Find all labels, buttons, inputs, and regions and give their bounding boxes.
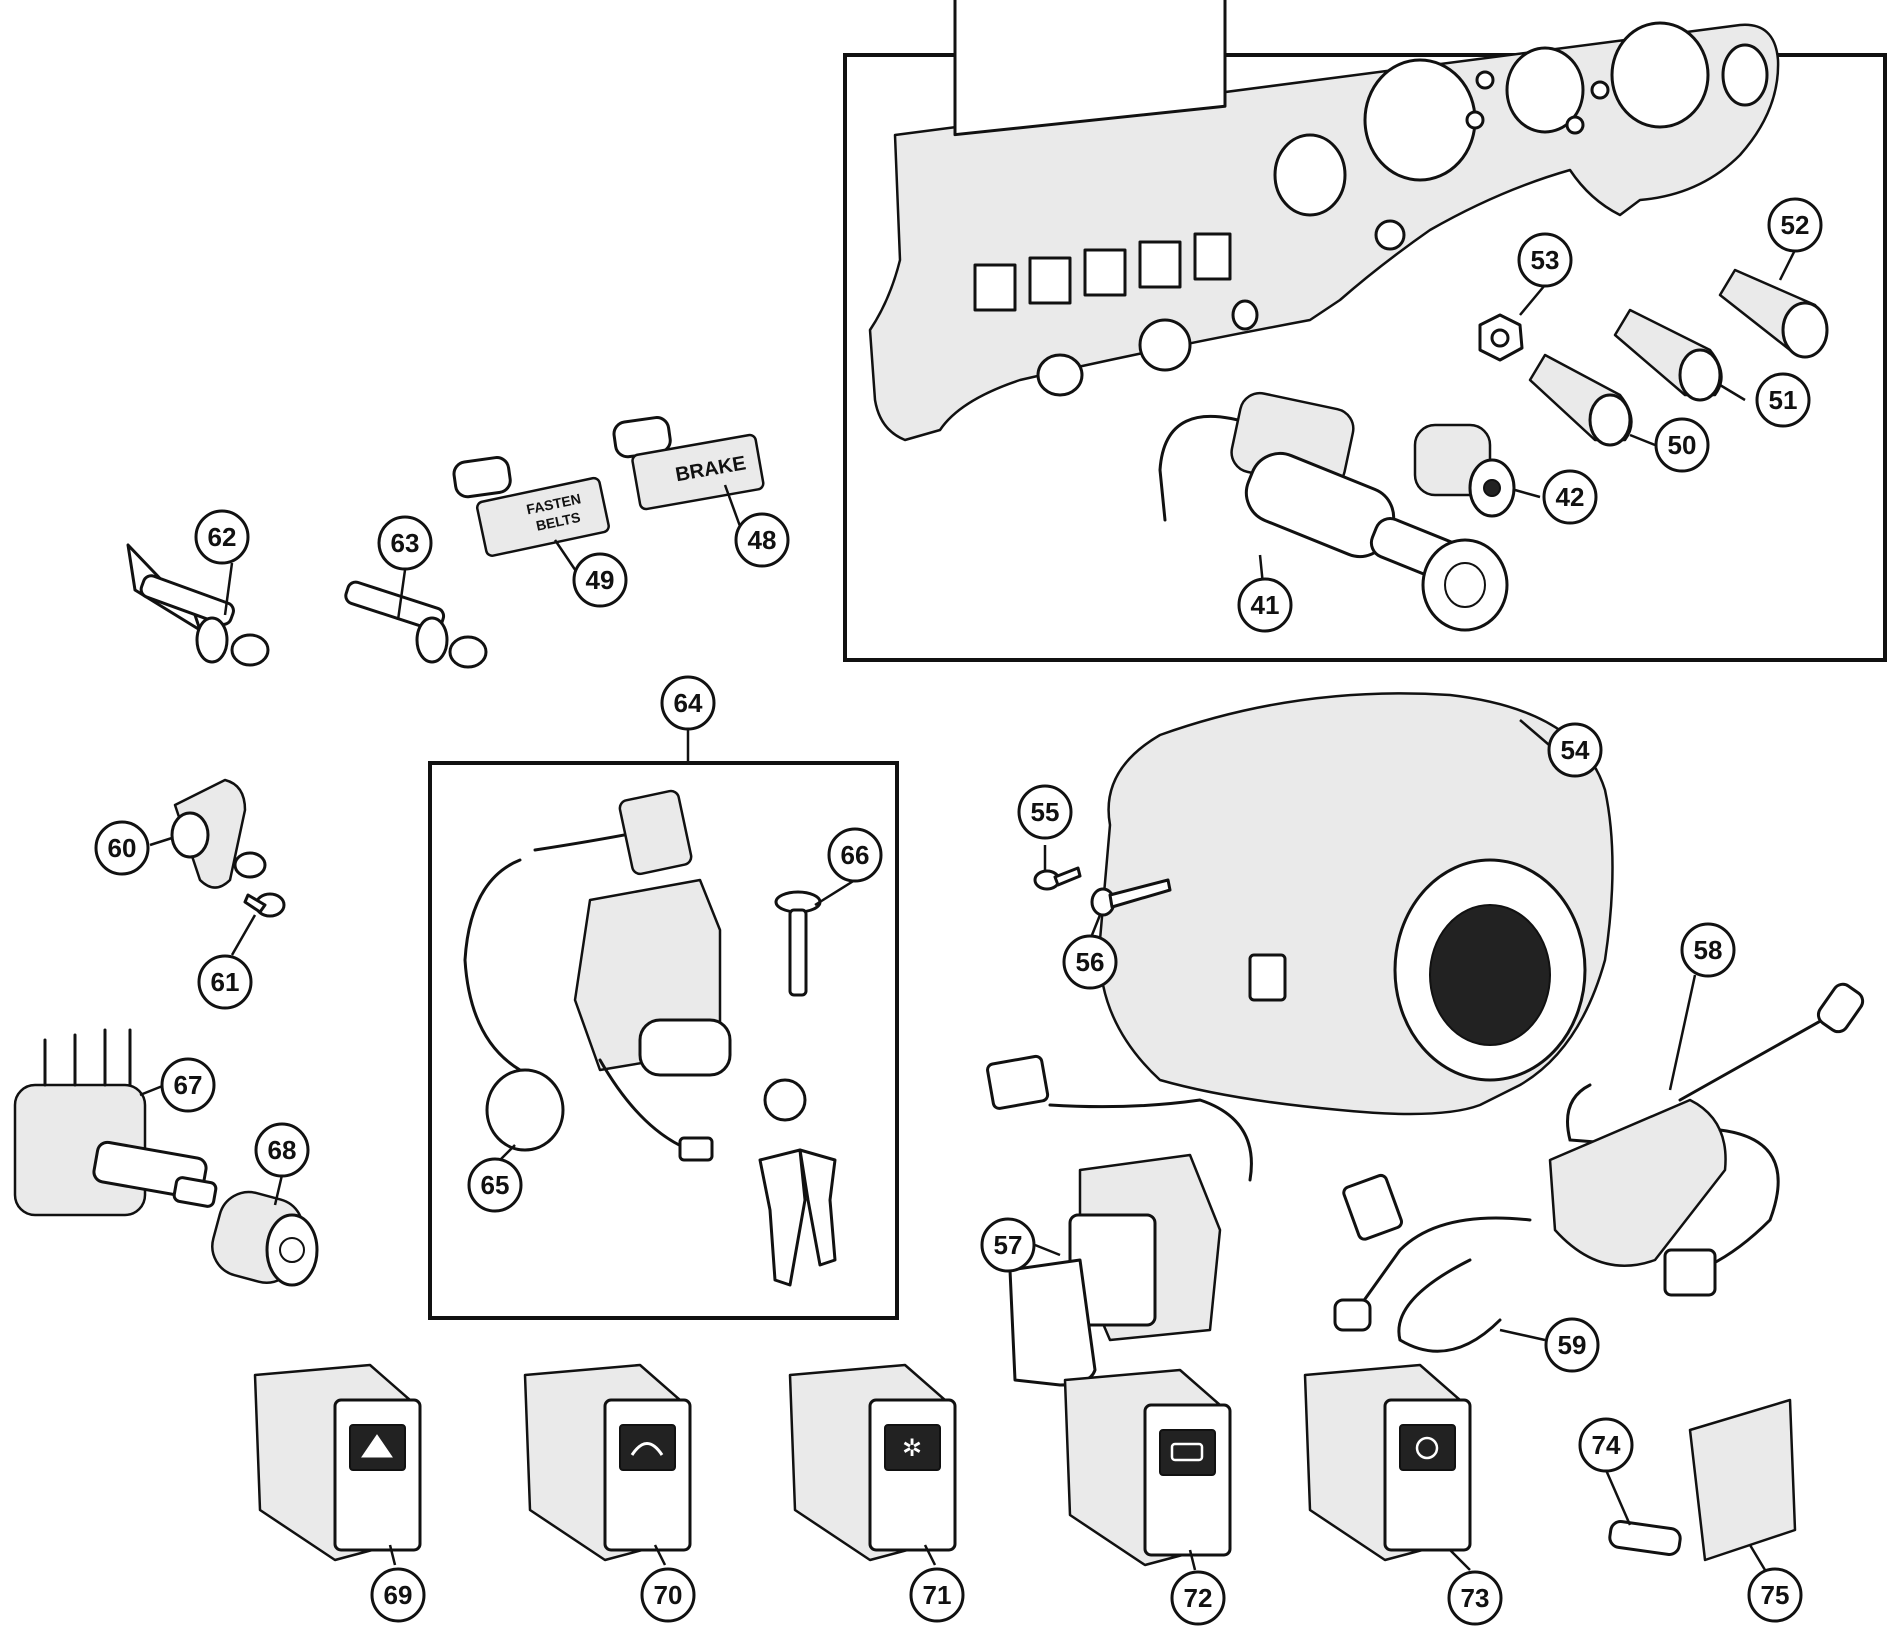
callout-65-label: 65 xyxy=(481,1170,510,1200)
door-switch-62 xyxy=(126,543,270,667)
callout-68: 68 xyxy=(254,1122,310,1178)
svg-text:✲: ✲ xyxy=(902,1434,922,1462)
callout-64-label: 64 xyxy=(674,688,703,718)
callout-41: 41 xyxy=(1237,577,1293,633)
rocker-switch-69 xyxy=(253,1363,422,1562)
screw-55 xyxy=(1033,866,1082,891)
callout-52: 52 xyxy=(1767,197,1823,253)
ignition-group-frame xyxy=(428,761,899,1320)
callout-55: 55 xyxy=(1017,784,1073,840)
callout-64: 64 xyxy=(660,675,716,731)
rocker-switch-70 xyxy=(523,1363,692,1562)
callout-75-label: 75 xyxy=(1761,1580,1790,1610)
cigar-lighter xyxy=(1158,391,1509,632)
bulb-holder-51 xyxy=(1613,308,1723,402)
callout-51: 51 xyxy=(1755,372,1811,428)
rocker-switch-73 xyxy=(1303,1363,1472,1562)
callout-75: 75 xyxy=(1747,1567,1803,1623)
callout-51-label: 51 xyxy=(1769,385,1798,415)
callout-63-label: 63 xyxy=(391,528,420,558)
callout-57-label: 57 xyxy=(994,1230,1023,1260)
callout-71-label: 71 xyxy=(923,1580,952,1610)
bulb-74 xyxy=(1608,1520,1682,1556)
callout-60: 60 xyxy=(94,820,150,876)
callout-74: 74 xyxy=(1578,1417,1634,1473)
callout-59: 59 xyxy=(1544,1317,1600,1373)
callout-50: 50 xyxy=(1654,417,1710,473)
callout-56: 56 xyxy=(1062,934,1118,990)
ignition-lock-assembly xyxy=(463,789,837,1287)
callout-56-label: 56 xyxy=(1076,947,1105,977)
callout-70-label: 70 xyxy=(654,1580,683,1610)
callout-41-label: 41 xyxy=(1251,590,1280,620)
callout-70: 70 xyxy=(640,1567,696,1623)
callout-48-label: 48 xyxy=(748,525,777,555)
callout-73: 73 xyxy=(1447,1570,1503,1626)
callout-54: 54 xyxy=(1547,722,1603,778)
dashboard-group-frame xyxy=(843,53,1887,662)
rocker-switch-72 xyxy=(1063,1368,1232,1567)
screw-56 xyxy=(1090,878,1172,917)
callout-69-label: 69 xyxy=(384,1580,413,1610)
callout-73-label: 73 xyxy=(1461,1583,1490,1613)
callout-57: 57 xyxy=(980,1217,1036,1273)
screw-61 xyxy=(243,892,286,918)
callout-61-label: 61 xyxy=(211,967,240,997)
callout-60-label: 60 xyxy=(108,833,137,863)
callout-67: 67 xyxy=(160,1057,216,1113)
headlamp-switch xyxy=(986,1054,1253,1387)
callout-63: 63 xyxy=(377,515,433,571)
callout-42-label: 42 xyxy=(1556,482,1585,512)
callout-55-label: 55 xyxy=(1031,797,1060,827)
bulb-holder-52 xyxy=(1718,268,1829,359)
ignition-keys xyxy=(758,1078,837,1287)
retaining-nut xyxy=(1478,313,1524,362)
callout-50-label: 50 xyxy=(1668,430,1697,460)
door-switch-60 xyxy=(170,778,267,889)
lock-screw-66 xyxy=(774,890,822,997)
steering-column-cowl xyxy=(1098,692,1614,1116)
rocker-switch-71: ✲ xyxy=(788,1363,957,1562)
callout-68-label: 68 xyxy=(268,1135,297,1165)
callout-61: 61 xyxy=(197,954,253,1010)
brake-warning-knob: BRAKE xyxy=(612,416,765,511)
callout-72-label: 72 xyxy=(1184,1583,1213,1613)
callout-65: 65 xyxy=(467,1157,523,1213)
callout-52-label: 52 xyxy=(1781,210,1810,240)
callout-59-label: 59 xyxy=(1558,1330,1587,1360)
callout-58-label: 58 xyxy=(1694,935,1723,965)
bulb-holder-50 xyxy=(1528,353,1633,447)
callout-49: 49 xyxy=(572,552,628,608)
dashboard-fascia xyxy=(868,0,1780,442)
blank-panel-75 xyxy=(1688,1398,1797,1562)
callout-53-label: 53 xyxy=(1531,245,1560,275)
callout-66: 66 xyxy=(827,827,883,883)
callout-66-label: 66 xyxy=(841,840,870,870)
rheostat-knob xyxy=(211,1190,319,1287)
fasten-belts-knob: FASTEN BELTS xyxy=(452,456,610,557)
callout-67-label: 67 xyxy=(174,1070,203,1100)
callout-49-label: 49 xyxy=(586,565,615,595)
column-switch-assembly xyxy=(1333,982,1865,1353)
callout-53: 53 xyxy=(1517,232,1573,288)
callout-62: 62 xyxy=(194,509,250,565)
door-switch-63 xyxy=(344,580,488,669)
callout-72: 72 xyxy=(1170,1570,1226,1626)
callout-42: 42 xyxy=(1542,469,1598,525)
callout-74-label: 74 xyxy=(1592,1430,1621,1460)
lighter-socket xyxy=(1413,423,1516,518)
callout-69: 69 xyxy=(370,1567,426,1623)
callout-62-label: 62 xyxy=(208,522,237,552)
leader-lines xyxy=(139,249,1797,1571)
callout-58: 58 xyxy=(1680,922,1736,978)
rheostat-switch xyxy=(13,1028,218,1217)
callout-54-label: 54 xyxy=(1561,735,1590,765)
callout-48: 48 xyxy=(734,512,790,568)
callout-71: 71 xyxy=(909,1567,965,1623)
